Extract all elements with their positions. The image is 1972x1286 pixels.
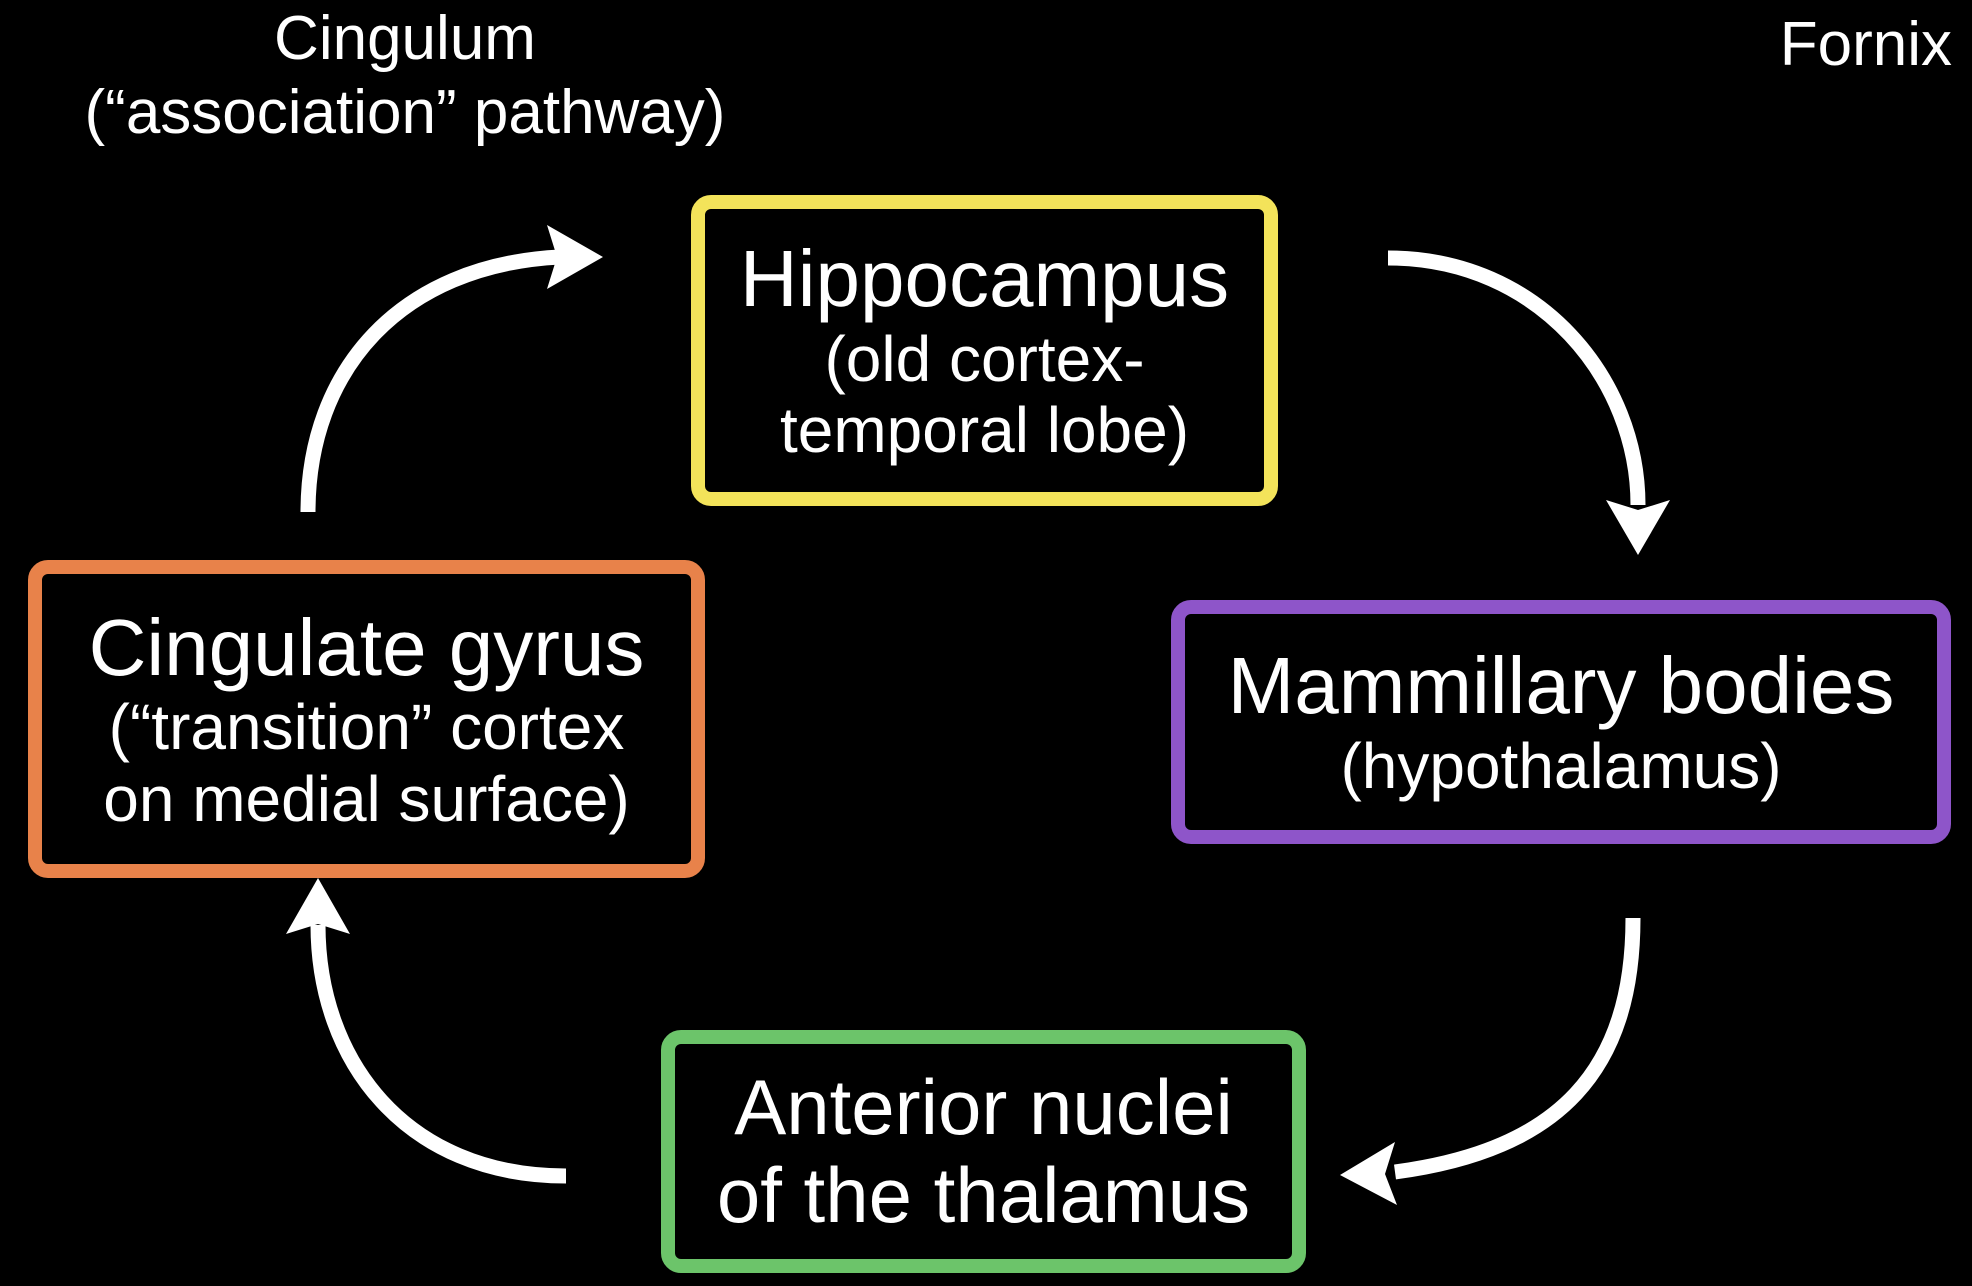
arrow-hippocampus-to-mammillary xyxy=(1387,250,1646,506)
arrow-anterior-to-cingulate xyxy=(310,924,567,1184)
cingulate-subtitle-line2: on medial surface) xyxy=(103,762,630,835)
hippocampus-subtitle-line1: (old cortex- xyxy=(824,322,1145,395)
anterior-nuclei-box: Anterior nuclei of the thalamus xyxy=(661,1030,1306,1273)
arrow-head-to-hippocampus xyxy=(547,225,603,289)
hippocampus-box: Hippocampus (old cortex- temporal lobe) xyxy=(691,195,1278,506)
cingulum-label-line1: Cingulum xyxy=(274,4,536,73)
arrow-head-to-cingulate xyxy=(286,878,350,934)
hippocampus-subtitle-line2: temporal lobe) xyxy=(779,394,1190,467)
mammillary-bodies-box: Mammillary bodies (hypothalamus) xyxy=(1171,600,1951,844)
cingulate-title: Cingulate gyrus xyxy=(88,602,645,692)
arrow-cingulate-to-hippocampus xyxy=(300,249,561,513)
arrow-head-to-mammillary xyxy=(1606,500,1670,555)
fornix-label: Fornix xyxy=(1779,10,1952,79)
cingulate-subtitle-line1: (“transition” cortex xyxy=(108,691,625,764)
anterior-title-line2: of the thalamus xyxy=(716,1150,1251,1239)
anterior-title-line1: Anterior nuclei xyxy=(734,1063,1233,1152)
cingulate-gyrus-box: Cingulate gyrus (“transition” cortex on … xyxy=(28,560,705,878)
mammillary-title: Mammillary bodies xyxy=(1227,641,1895,731)
mammillary-subtitle: (hypothalamus) xyxy=(1340,729,1782,802)
arrow-head-to-anterior xyxy=(1340,1142,1397,1205)
arrow-mammillary-to-anterior xyxy=(1394,917,1641,1180)
cingulum-label: Cingulum (“association” pathway) xyxy=(20,2,790,151)
cingulum-label-line2: (“association” pathway) xyxy=(84,78,726,148)
hippocampus-title: Hippocampus xyxy=(739,234,1230,324)
